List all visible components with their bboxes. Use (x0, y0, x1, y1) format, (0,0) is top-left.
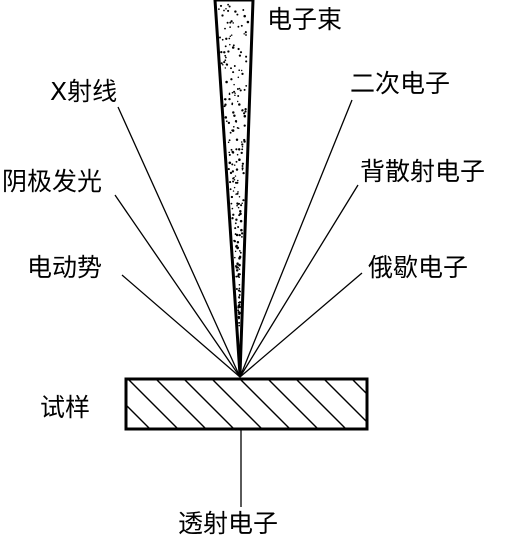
beam-stipple (218, 3, 250, 327)
label-cathodoluminescence: 阴极发光 (2, 167, 102, 196)
electron-beam-cone (213, 0, 255, 376)
specimen-block (124, 377, 369, 431)
ray-backscattered-electrons (239, 184, 359, 378)
label-electron-beam: 电子束 (267, 5, 342, 34)
emission-rays (114, 99, 363, 507)
ray-secondary-electrons (239, 99, 353, 378)
label-backscattered-electrons: 背散射电子 (360, 157, 485, 186)
specimen-hatching (126, 379, 367, 429)
label-x-ray: X射线 (50, 77, 117, 106)
label-specimen: 试样 (40, 393, 90, 422)
label-transmitted-electrons: 透射电子 (178, 509, 278, 538)
label-secondary-electrons: 二次电子 (350, 69, 450, 98)
label-auger-electrons: 俄歇电子 (368, 253, 468, 282)
ray-x-ray (117, 106, 241, 378)
ray-cathodoluminescence (114, 194, 241, 378)
label-emf: 电动势 (27, 253, 102, 282)
ray-emf (121, 274, 241, 378)
ray-auger-electrons (239, 272, 363, 378)
